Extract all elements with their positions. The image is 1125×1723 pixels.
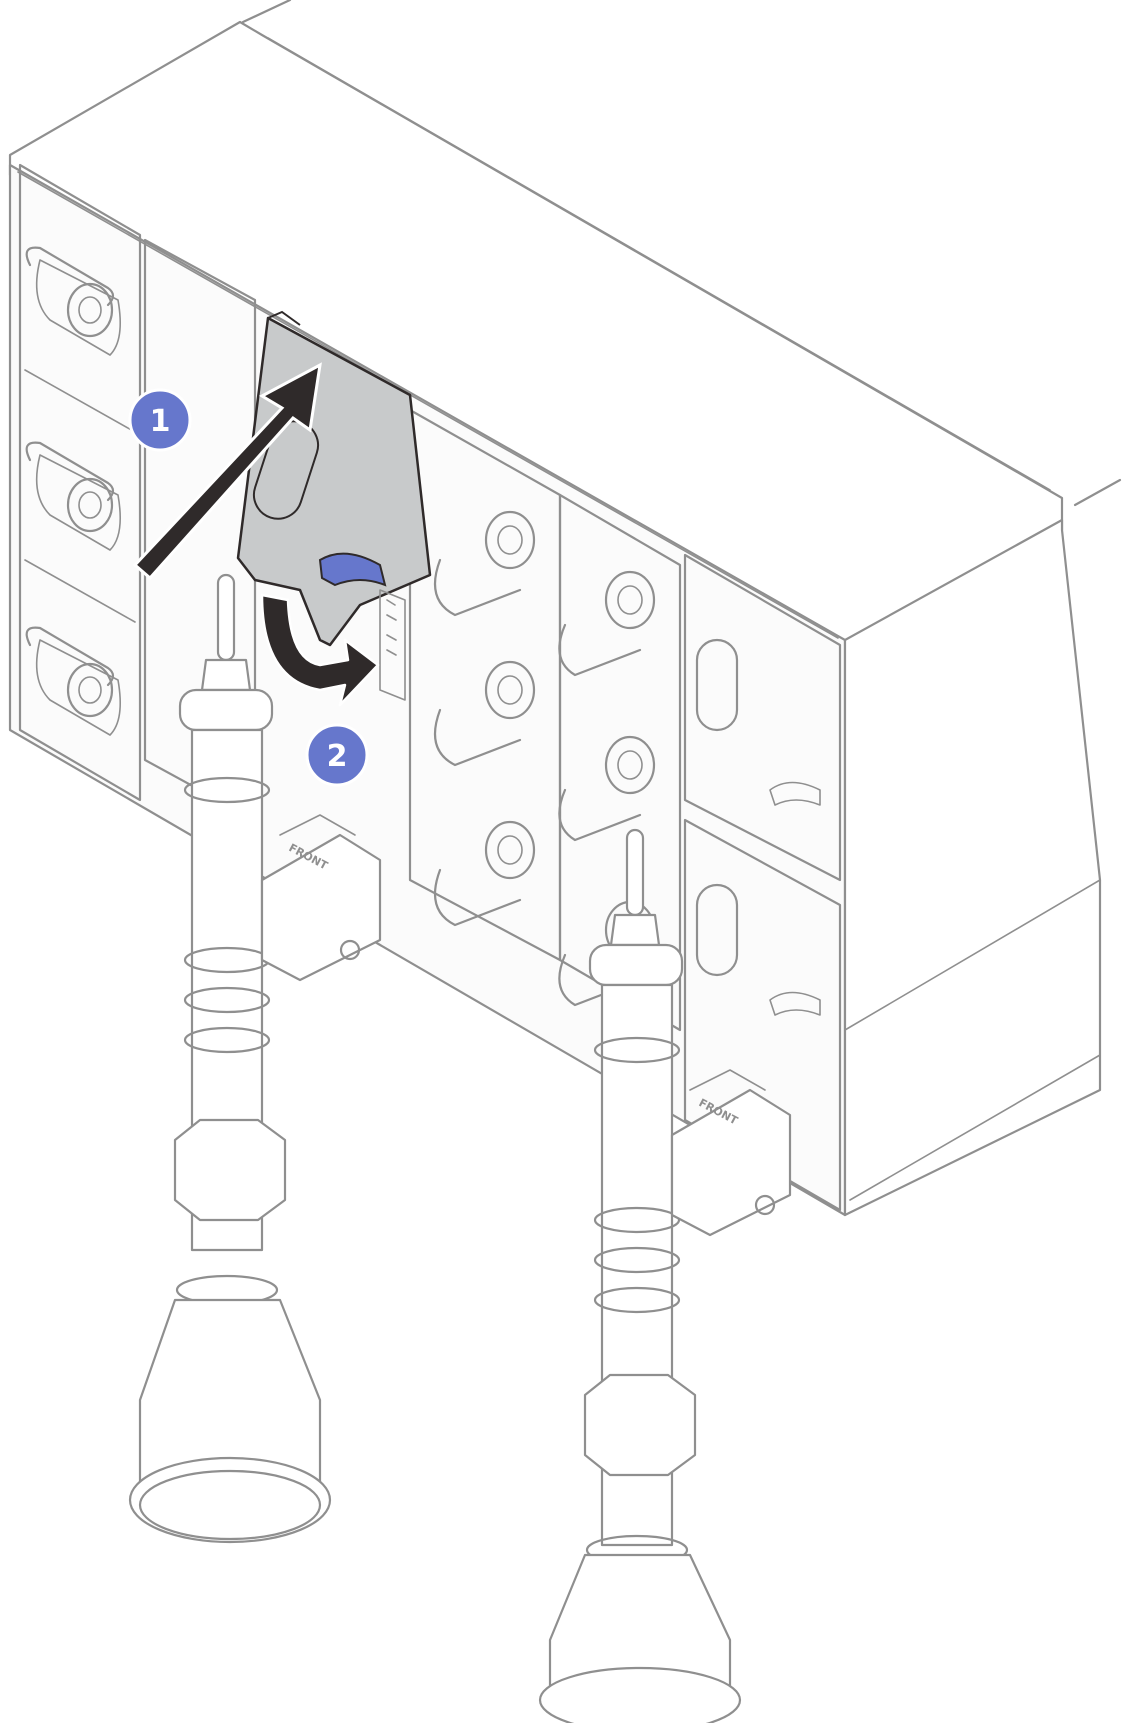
valve-stem xyxy=(625,828,645,917)
pipe-collar xyxy=(178,688,274,732)
bolt xyxy=(339,939,361,961)
valve-stem xyxy=(216,573,236,662)
psu-unit xyxy=(433,820,536,927)
filler-panels-right xyxy=(683,553,842,1212)
psu-unit xyxy=(433,510,536,617)
psu-unit xyxy=(25,441,121,551)
pipe-base-flange xyxy=(538,1666,742,1723)
manifold-pipe-right: FRONT xyxy=(538,828,792,1723)
manifold-pipe-left: FRONT xyxy=(128,573,382,1544)
hex-fitting xyxy=(583,1373,697,1477)
filler-panel-upper xyxy=(683,553,842,882)
chassis-side-face xyxy=(843,518,1102,1217)
filler-tab-lower xyxy=(769,991,821,1016)
psu-column-left xyxy=(18,163,142,802)
psu-bay-left xyxy=(18,163,142,802)
filler-panel-lower xyxy=(683,818,842,1212)
t-connector xyxy=(260,833,382,982)
hex-fitting xyxy=(173,1118,287,1222)
callout-number: 2 xyxy=(327,739,348,774)
latch[interactable] xyxy=(318,552,387,587)
latch-label-strip xyxy=(379,589,406,701)
valve-nut xyxy=(609,913,661,947)
chassis-top-lip-left xyxy=(241,0,292,24)
arrow-slide-up-icon xyxy=(132,362,322,581)
psu-unit xyxy=(433,660,536,767)
psu-unit xyxy=(558,570,656,677)
callout-number: 1 xyxy=(150,404,171,439)
psu-unit xyxy=(558,735,656,842)
filler-slot-upper xyxy=(695,638,739,732)
chassis-side-line-2 xyxy=(849,1054,1101,1201)
pipe-collar xyxy=(588,943,684,987)
chassis-top-ridge xyxy=(267,37,1051,491)
pipe-base-flange xyxy=(128,1456,332,1544)
t-connector xyxy=(670,1088,792,1237)
chassis-side-line-1 xyxy=(844,879,1101,1031)
chassis xyxy=(8,0,1122,1217)
filler-slot-lower xyxy=(695,883,739,977)
psu-unit xyxy=(25,246,121,356)
psu-unit xyxy=(25,626,121,736)
chassis-front-inner-edge xyxy=(17,171,839,639)
chassis-top-lip-right xyxy=(1073,478,1122,507)
filler-panel-top-tab xyxy=(267,310,301,326)
bolt xyxy=(754,1194,776,1216)
callout-step-1: 1 xyxy=(128,388,192,452)
filler-tab-upper xyxy=(769,781,821,806)
callout-step-2: 2 xyxy=(305,723,369,787)
valve-nut xyxy=(200,658,252,692)
arrow-rotate-icon xyxy=(260,593,380,707)
